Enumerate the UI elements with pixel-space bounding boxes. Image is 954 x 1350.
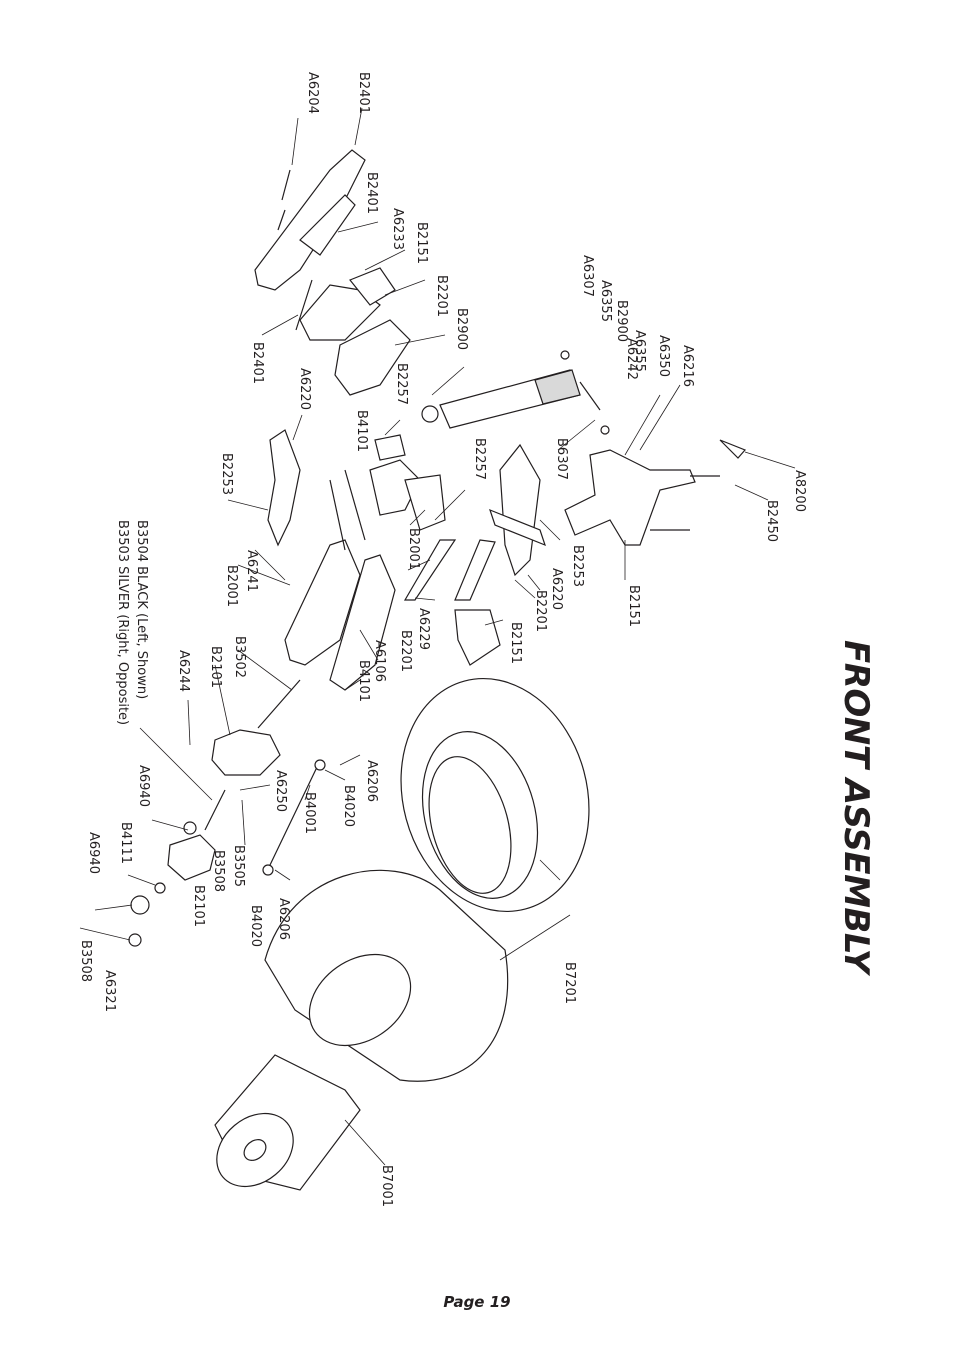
part-label: A6321 <box>102 970 117 1012</box>
shock-absorber <box>421 350 610 435</box>
part-label: A6106 <box>372 640 387 682</box>
part-label: A6940 <box>86 832 101 874</box>
part-label: B4101 <box>354 410 369 453</box>
part-label: B2201 <box>434 275 449 318</box>
part-label: B2257 <box>394 363 409 406</box>
part-label: B2900 <box>614 300 629 343</box>
mounting-blocks <box>369 434 446 531</box>
part-label: A6220 <box>297 368 312 410</box>
part-label: B3505 <box>231 845 246 888</box>
part-label: A6216 <box>680 345 695 387</box>
part-label: B3508 <box>211 850 226 893</box>
part-label: B2401 <box>356 72 371 115</box>
part-label: A6350 <box>656 335 671 377</box>
part-label: B2401 <box>250 342 265 385</box>
part-label: B4001 <box>302 792 317 835</box>
part-label: A6229 <box>416 608 431 650</box>
part-label: B2257 <box>472 438 487 481</box>
part-label: B6307 <box>554 438 569 481</box>
part-label: B2101 <box>208 646 223 689</box>
part-label: B2201 <box>533 590 548 633</box>
part-label: A8200 <box>792 470 807 512</box>
part-label: A6220 <box>549 568 564 610</box>
part-label: A6233 <box>390 208 405 250</box>
part-label: B2253 <box>219 453 234 496</box>
part-label: A6241 <box>244 550 259 592</box>
part-label: B2401 <box>364 172 379 215</box>
part-label: A6307 <box>580 255 595 297</box>
part-label: A6244 <box>176 650 191 692</box>
part-label: A6242 <box>624 338 639 380</box>
part-label: B2253 <box>570 545 585 588</box>
part-label: B2101 <box>191 885 206 928</box>
wheel-rim <box>214 1054 361 1191</box>
part-label: B7201 <box>562 962 577 1005</box>
part-label: B2151 <box>414 222 429 265</box>
part-label: B4101 <box>356 660 371 703</box>
part-label: B3504 BLACK (Left, Shown) <box>134 520 149 700</box>
part-label: B2151 <box>626 585 641 628</box>
part-label: A6355 <box>598 280 613 322</box>
upper-bracket-parts <box>254 149 411 396</box>
part-label: A6250 <box>273 770 288 812</box>
page-number: Page 19 <box>443 1293 511 1311</box>
tire-insert <box>264 869 509 1082</box>
part-label: B2900 <box>454 308 469 351</box>
part-label: B4020 <box>341 785 356 828</box>
part-label: B3502 <box>232 636 247 679</box>
part-label: B4020 <box>248 905 263 948</box>
tire-tread <box>400 677 590 913</box>
part-label: B3508 <box>78 940 93 983</box>
part-label: B2201 <box>398 630 413 673</box>
part-label: B3503 SILVER (Right, Opposite) <box>115 520 130 726</box>
part-label: B2001 <box>224 565 239 608</box>
part-label: B4111 <box>118 822 133 865</box>
plates <box>267 429 546 666</box>
part-label: A6206 <box>276 898 291 940</box>
part-label: A6204 <box>305 72 320 114</box>
page-title: FRONT ASSEMBLY <box>836 640 876 973</box>
part-label: B2450 <box>764 500 779 543</box>
part-label: A6940 <box>136 765 151 807</box>
part-label: A6206 <box>364 760 379 802</box>
shock-tower <box>564 439 747 546</box>
part-label: B2001 <box>406 528 421 571</box>
part-label: B2151 <box>508 622 523 665</box>
leader-lines <box>79 107 796 1166</box>
part-label: B7001 <box>379 1165 394 1208</box>
knuckle-hub <box>128 729 326 947</box>
